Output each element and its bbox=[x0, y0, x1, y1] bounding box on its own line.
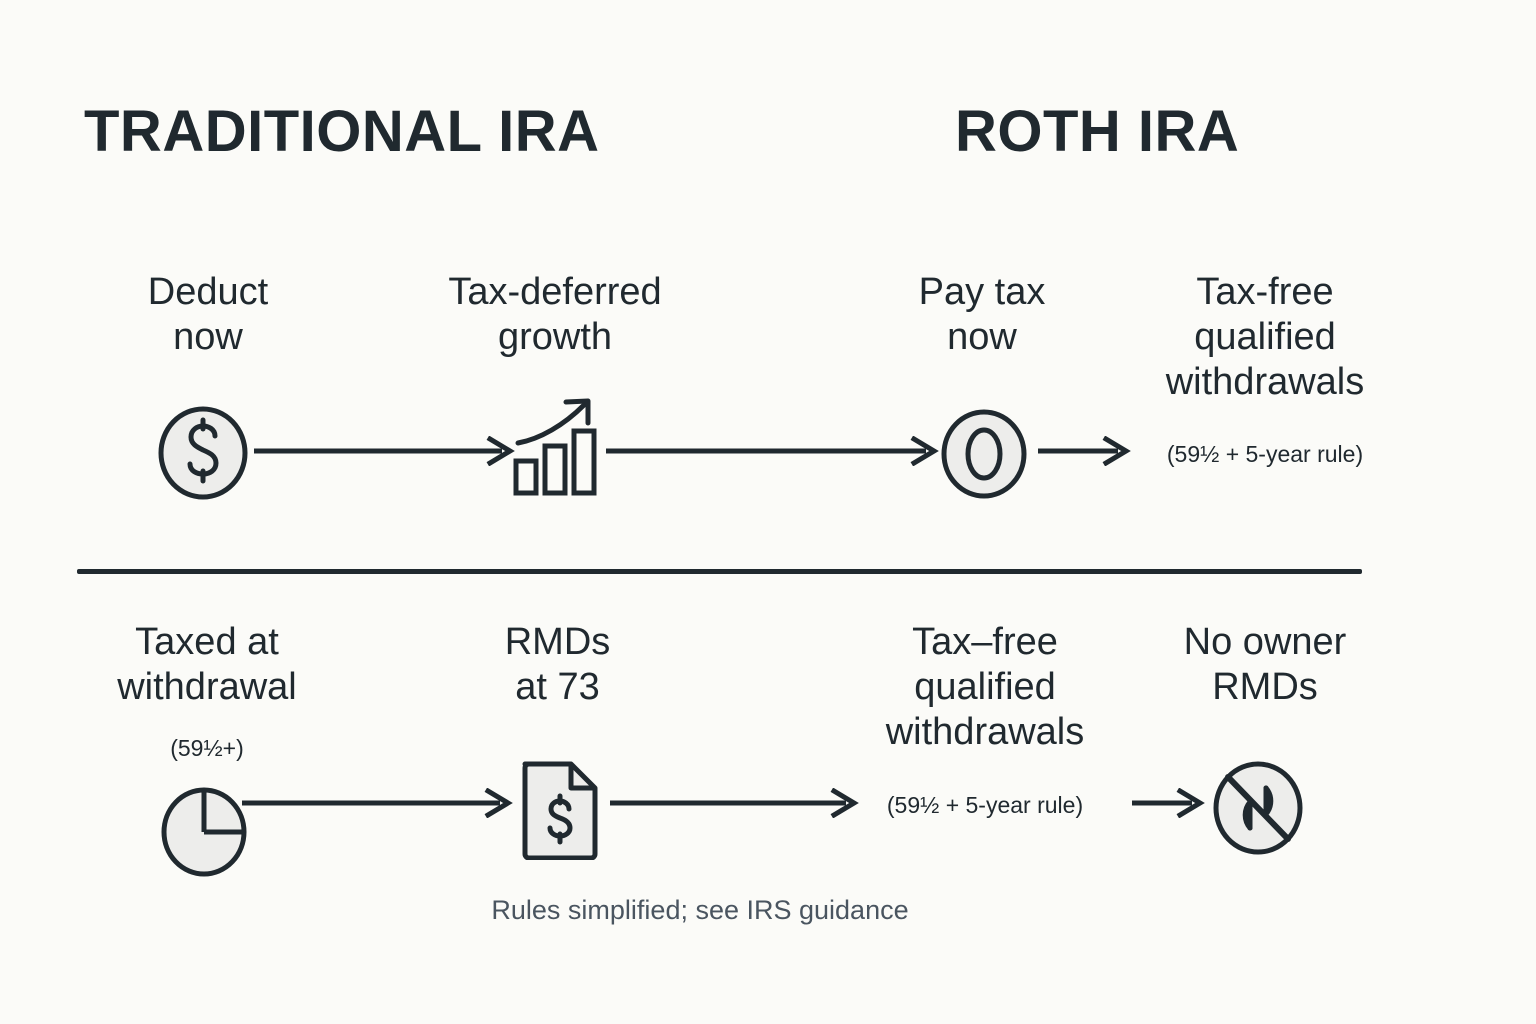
row1-step4-sublabel: (59½ + 5-year rule) bbox=[1166, 441, 1364, 467]
footer-disclaimer: Rules simplified; see IRS guidance bbox=[491, 895, 909, 925]
row1-step1-label: Deduct now bbox=[147, 271, 269, 358]
row2-step4-label: No owner RMDs bbox=[1183, 621, 1347, 708]
row2-step3-label: Tax–free qualified withdrawals bbox=[885, 621, 1085, 753]
page-title-roth-ira: ROTH IRA bbox=[955, 99, 1240, 164]
row1-step4-label: Tax-free qualified withdrawals bbox=[1165, 271, 1365, 403]
section-divider bbox=[77, 569, 1362, 574]
document-dollar-icon bbox=[515, 758, 605, 865]
arrow-rmds-to-taxfree-icon bbox=[608, 787, 864, 823]
arrow-growth-to-paytax-icon bbox=[604, 435, 944, 471]
arrow-paytax-to-taxfree-icon bbox=[1036, 435, 1136, 471]
row2-step3-sublabel: (59½ + 5-year rule) bbox=[886, 792, 1084, 818]
dollar-coin-icon bbox=[155, 405, 251, 506]
arrow-taxed-to-rmds-icon bbox=[240, 787, 518, 823]
no-rmd-icon bbox=[1208, 758, 1308, 863]
growth-chart-icon bbox=[508, 393, 608, 504]
arrow-taxfree-to-normds-icon bbox=[1130, 787, 1210, 823]
row2-step1-sublabel: (59½+) bbox=[170, 735, 244, 761]
arrow-deduct-to-growth-icon bbox=[252, 435, 518, 471]
row2-step2-label: RMDs at 73 bbox=[504, 621, 611, 708]
row1-step2-label: Tax-deferred growth bbox=[448, 271, 662, 358]
pie-clock-icon bbox=[157, 786, 251, 883]
zero-coin-icon bbox=[938, 408, 1030, 505]
page-title-traditional-ira: TRADITIONAL IRA bbox=[84, 99, 600, 164]
row2-step1-label: Taxed at withdrawal bbox=[117, 621, 297, 708]
row1-step3-label: Pay tax now bbox=[918, 271, 1046, 358]
